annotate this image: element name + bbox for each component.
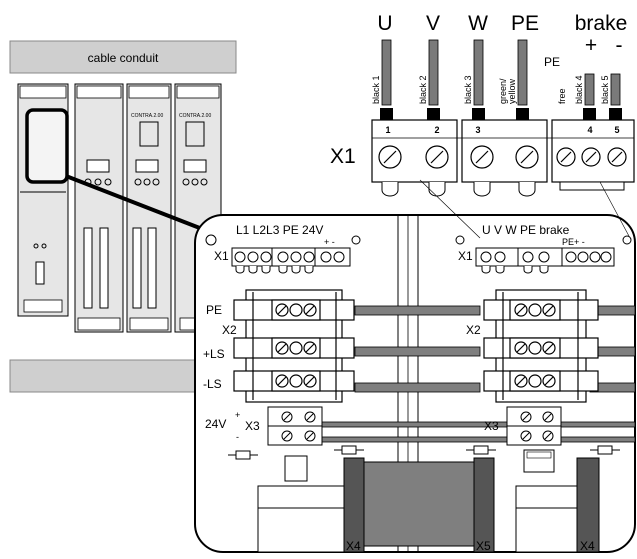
label-pe-small: PE — [544, 55, 560, 69]
label-brake-plus: + — [585, 34, 597, 57]
wires — [381, 39, 621, 106]
pe-row-label: PE — [206, 303, 222, 317]
x1-top-label: X1 — [330, 145, 356, 168]
x4-left-label: X4 — [346, 539, 361, 553]
right-header-pm: PE+ - — [562, 237, 585, 247]
left-header: L1 L2L3 PE 24V — [236, 223, 323, 237]
x3-right-label: X3 — [484, 419, 499, 433]
x1-right-strip — [475, 247, 615, 274]
x1-terminal-detail: U V W PE brake PE + - black 1 black 2 bl… — [330, 12, 635, 197]
wire-label-black3: black 3 — [463, 75, 473, 104]
minus-ls-label: -LS — [203, 377, 222, 391]
v24-minus: - — [236, 432, 239, 442]
mounting-hole-icon — [205, 234, 217, 246]
terminal-num-2: 2 — [434, 125, 439, 135]
x1-left-label: X1 — [214, 249, 229, 263]
module-3-brand: CONTRA.2.00 — [131, 113, 163, 119]
drive-module-2 — [74, 83, 124, 333]
mounting-hole-icon — [455, 235, 465, 245]
module-4-brand: CONTRA.2.00 — [179, 113, 211, 119]
cable-conduit-top — [9, 40, 237, 74]
terminal-num-5: 5 — [614, 125, 619, 135]
label-pe: PE — [511, 12, 539, 35]
wire-label-black2: black 2 — [418, 75, 428, 104]
label-brake: brake — [575, 12, 628, 35]
x4-right-label: X4 — [580, 539, 595, 553]
plus-ls-label: +LS — [203, 347, 225, 361]
x1-screws — [378, 145, 627, 169]
left-header-pm: + - — [324, 237, 335, 247]
terminal-num-4: 4 — [587, 125, 592, 135]
v24-label: 24V — [205, 417, 226, 431]
zoom-pointer-line — [65, 174, 211, 234]
wire-label-black1: black 1 — [371, 75, 381, 104]
wire-label-black5: black 5 — [600, 75, 610, 104]
wire-label-black4: black 4 — [574, 75, 584, 104]
dark-connectors — [343, 457, 600, 553]
x3-left-label: X3 — [245, 419, 260, 433]
mounting-hole-icon — [351, 235, 361, 245]
small-component — [284, 455, 308, 482]
wire-label-yellow: yellow — [507, 78, 517, 104]
terminal-num-3: 3 — [475, 125, 480, 135]
x1-left-strip — [231, 247, 351, 274]
x3-right-block — [506, 406, 562, 446]
wire-label-free: free — [557, 88, 567, 104]
mounting-hole-icon — [622, 235, 632, 245]
drive-module-1 — [17, 83, 69, 317]
terminal-num-1: 1 — [385, 125, 390, 135]
resistor-icon — [228, 445, 620, 460]
x2-left-label: X2 — [222, 323, 237, 337]
label-u: U — [377, 12, 392, 35]
x5-label: X5 — [476, 539, 491, 553]
x2-right-block — [483, 289, 599, 403]
label-v: V — [426, 12, 440, 35]
cable-conduit-label: cable conduit — [88, 51, 159, 65]
x2-left-block — [233, 289, 355, 403]
x1-right-label: X1 — [458, 249, 473, 263]
x3-left-block — [267, 406, 323, 446]
v24-plus: + — [235, 410, 240, 420]
x2-right-label: X2 — [466, 323, 481, 337]
wire-label-green: green/ — [498, 78, 508, 104]
zoom-panel: L1 L2L3 PE 24V + - U V W PE brake PE+ - … — [194, 179, 636, 553]
wire-ferrules — [380, 108, 622, 120]
x1-clamps — [381, 181, 625, 197]
label-w: W — [468, 12, 488, 35]
right-header: U V W PE brake — [482, 223, 570, 237]
label-brake-minus: - — [616, 34, 623, 57]
